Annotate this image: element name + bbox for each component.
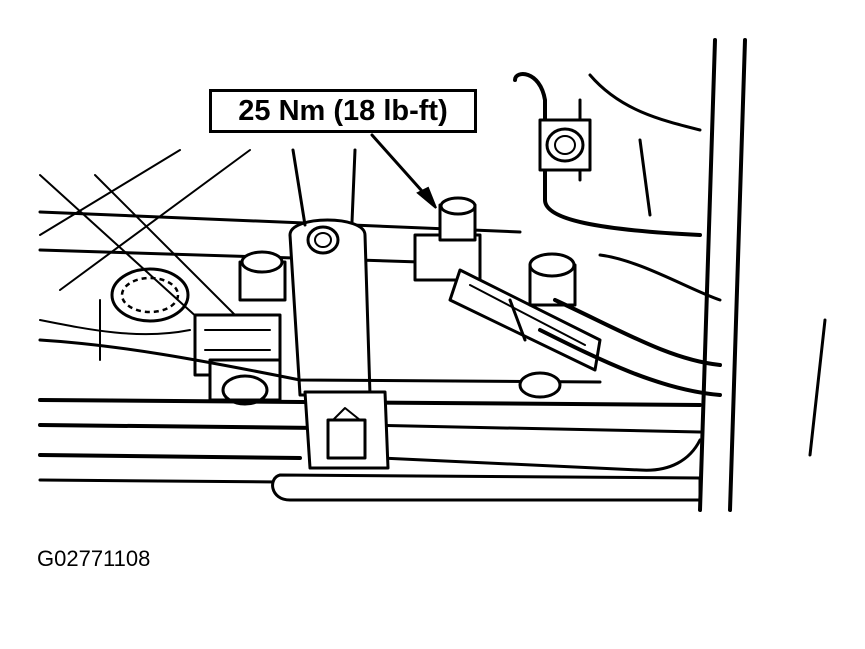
left-fitting	[193, 250, 287, 406]
horizontal-tubes	[38, 338, 702, 484]
callout-leader	[370, 133, 437, 209]
lower-clamp	[271, 390, 702, 502]
upper-right-housing	[513, 72, 702, 237]
large-hose	[538, 253, 722, 397]
torque-spec-callout: 25 Nm (18 lb-ft)	[209, 89, 477, 133]
right-bolt	[518, 252, 577, 399]
torque-bolt-assembly	[413, 196, 602, 372]
right-frame-lines	[698, 38, 827, 512]
figure-id-label: G02771108	[37, 546, 151, 571]
oval-port	[110, 267, 190, 323]
torque-spec-label: 25 Nm (18 lb-ft)	[238, 94, 448, 127]
bracket	[288, 148, 372, 397]
